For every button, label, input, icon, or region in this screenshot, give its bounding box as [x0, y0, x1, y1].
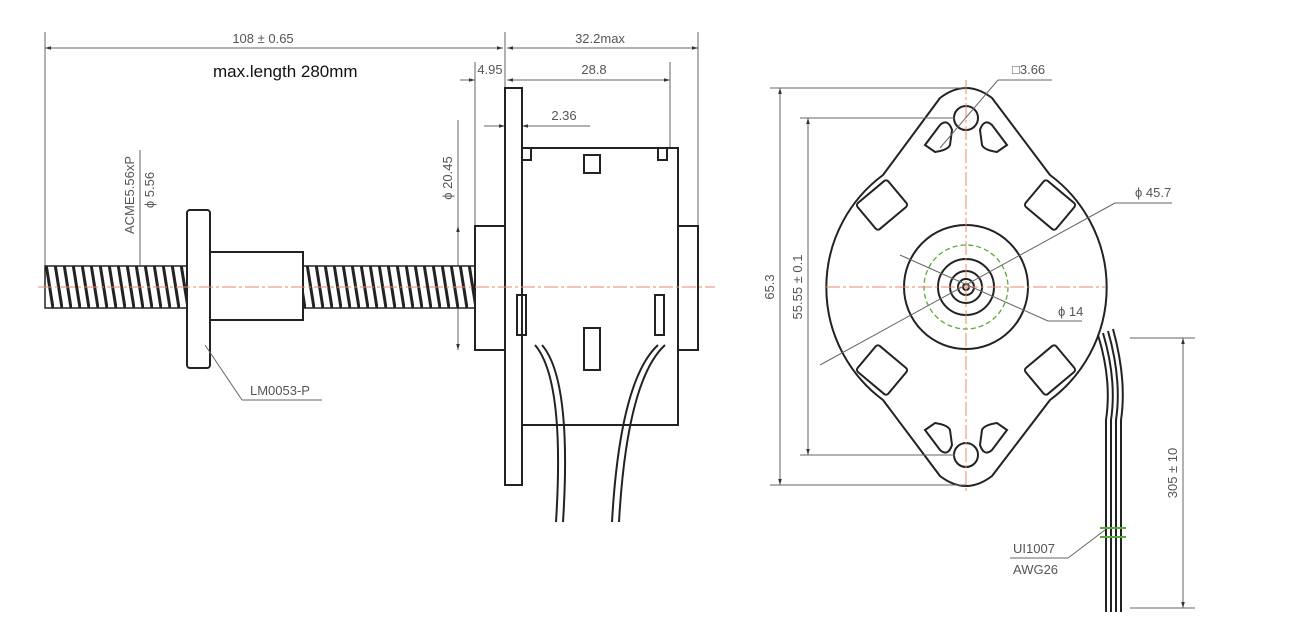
- wire-length-label: 305 ± 10: [1165, 448, 1180, 499]
- screw-diameter-label: ϕ 5.56: [142, 172, 157, 208]
- hole-spacing-label: 55.55 ± 0.1: [790, 255, 805, 320]
- hole-size-label: □3.66: [1012, 62, 1045, 77]
- lead-wires: [534, 344, 666, 523]
- body-diameter-label: ϕ 45.7: [1135, 185, 1171, 200]
- screw-spec-label: ACME5.56xP: [122, 156, 137, 234]
- nut-part-label: LM0053-P: [250, 383, 310, 398]
- flange-thickness-label: 2.36: [551, 108, 576, 123]
- hub-diameter-label: ϕ 14: [1058, 304, 1083, 319]
- motor-flange-outline: [825, 87, 1108, 487]
- overall-height-label: 65.3: [762, 274, 777, 299]
- front-boss: [474, 225, 506, 351]
- lead-wires: [1097, 328, 1126, 612]
- depth-max-label: 32.2max: [575, 31, 625, 46]
- body-length-label: 28.8: [581, 62, 606, 77]
- side-view: 108 ± 0.65 32.2max max.length 280mm 4.95…: [38, 31, 715, 523]
- wire-type-label: UI1007: [1013, 541, 1055, 556]
- overall-length-label: 108 ± 0.65: [232, 31, 293, 46]
- nut-body: [209, 251, 304, 321]
- front-view: □3.66 ϕ 45.7 ϕ 14 65.3 55.55 ± 0.1 305 ±…: [762, 62, 1195, 612]
- boss-diameter-label: ϕ 20.45: [440, 156, 455, 199]
- max-length-note: max.length 280mm: [213, 62, 358, 81]
- rear-boss: [677, 225, 699, 351]
- nut-flange: [186, 209, 211, 369]
- wire-gauge-label: AWG26: [1013, 562, 1058, 577]
- flange-offset-label: 4.95: [477, 62, 502, 77]
